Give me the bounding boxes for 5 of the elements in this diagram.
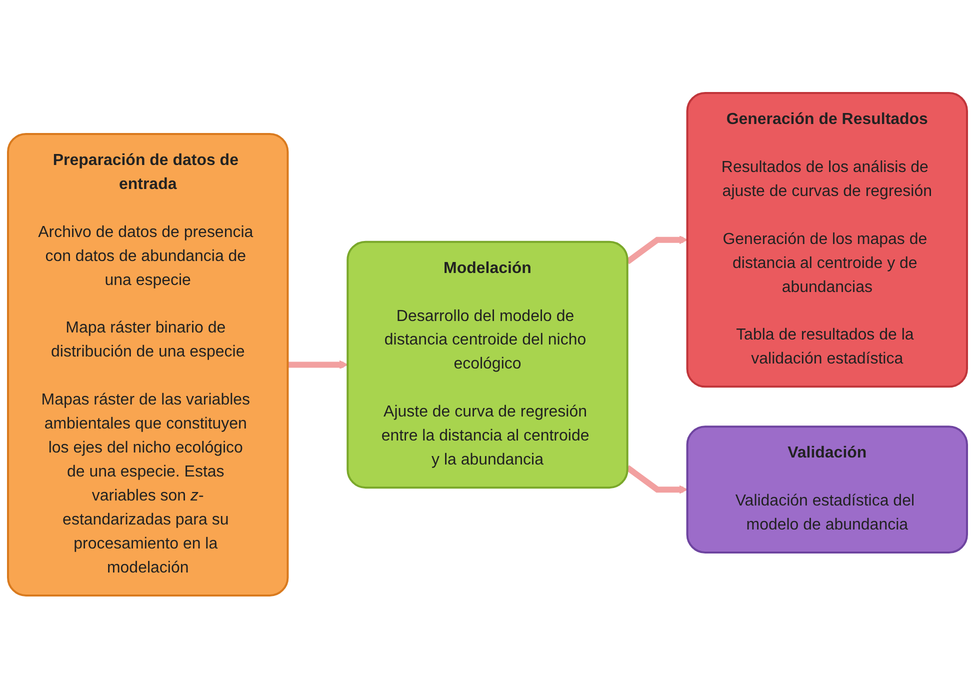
node-box: Preparación de datos de entrada Archivo de datos de presencia con datos de abundancia de una especie Mapa ráster binario de distribución de una especie Mapas ráster de las variables ambientales que constituyen los ejes del nicho ecológico de una especie. Estas variables son z-estandarizadas para su procesamiento en la modelación [7,133,289,597]
node-box: Modelación Desarrollo del modelo de distancia centroide del nicho ecológico Ajuste de curva de regresión entre la distancia al centroide y la abundancia [346,241,628,489]
node-box: Generación de Resultados Resultados de los análisis de ajuste de curvas de regresión Generación de los mapas de distancia al centroide y de abundancias Tabla de resultados de la validación estadística [686,92,968,388]
arrow [288,360,348,370]
node-box: Validación Validación estadística del modelo de abundancia [686,426,968,554]
